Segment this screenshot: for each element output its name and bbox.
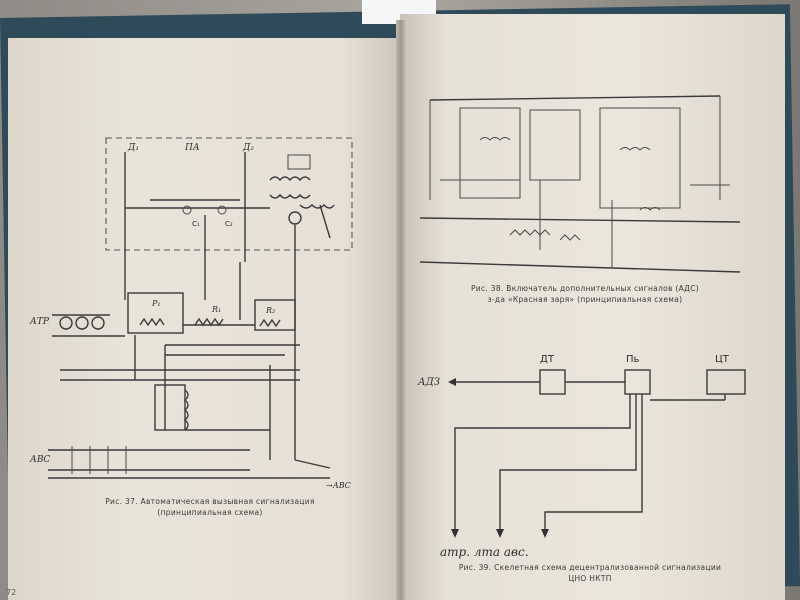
fig38-caption-line1: Рис. 38. Включатель дополнительных сигна… (470, 284, 700, 293)
fig37-label-pa: ПА (184, 143, 200, 153)
fig38-rail (419, 261, 741, 273)
fig39-arrow-icon (451, 529, 459, 538)
fig39-arrow-icon (448, 378, 456, 386)
fig37-coil (299, 204, 335, 209)
fig39-caption-line1: Рис. 39. Скелетная схема децентрализован… (458, 563, 722, 572)
fig37-relay-coil (154, 384, 186, 431)
fig37-label-d2: Д₂ (242, 143, 254, 153)
fig37-caption-line1: Рис. 37. Автоматическая вызывная сигнали… (105, 497, 315, 506)
fig37-bell (287, 154, 311, 170)
fig37-label-c1: С₁ (192, 220, 200, 228)
fig39-label-ct: ЦТ (715, 354, 730, 365)
fig37-caption-line2: (принципиальная схема) (157, 508, 263, 517)
fig37-resistor (259, 318, 281, 328)
fig39-label-pb: Пь (626, 354, 640, 365)
right-page (400, 14, 785, 600)
fig37-label-out: →АВС (326, 481, 351, 490)
fig38-caption-line2: з-да «Красная заря» (принципиальная схем… (487, 295, 683, 304)
fig37-transformer-coil (269, 176, 311, 182)
fig38-schematic (419, 95, 741, 273)
fig37-label-atr: АТР (29, 317, 50, 327)
fig39-block-dt (539, 369, 566, 395)
fig38-wire (429, 95, 721, 101)
fig37-lamp (59, 316, 73, 330)
fig38-caption: Рис. 38. Включатель дополнительных сигна… (440, 283, 730, 305)
fig37-transformer-coil (269, 193, 311, 199)
fig38-relay-block (459, 107, 521, 199)
fig39-line (544, 394, 643, 530)
fig37-label-avs: АВС (29, 455, 50, 465)
fig37-label-r1: R₁ (211, 305, 221, 314)
fig38-relay-block (529, 109, 581, 181)
fig37-lamp (91, 316, 105, 330)
fig37-lamp (288, 211, 302, 225)
fig39-outputs-label: атр. лта авс. (440, 545, 529, 559)
fig37-wire (294, 459, 331, 469)
fig37-relay-p1 (127, 292, 184, 334)
fig38-rail (419, 217, 741, 223)
fig37-label-d1: Д₁ (127, 143, 139, 153)
page-number: 72 (6, 588, 17, 597)
fig37-caption: Рис. 37. Автоматическая вызывная сигнали… (60, 496, 360, 518)
left-page (8, 38, 403, 600)
fig37-relay-r2 (254, 299, 296, 331)
fig37-wire (319, 204, 331, 239)
fig37-contact (217, 205, 227, 215)
fig38-relay-block (599, 107, 681, 209)
fig39-block-ct (706, 369, 746, 395)
fig37-resistor-r1 (194, 317, 224, 327)
fig38-coil (479, 137, 511, 141)
fig39-input-label: АДЗ (417, 377, 440, 388)
fig38-coil (619, 147, 651, 151)
fig37-enclosure (105, 137, 353, 251)
fig38-resistor (559, 234, 581, 241)
fig37-coil (183, 389, 189, 431)
fig39-arrow-icon (496, 529, 504, 538)
fig39-line (499, 394, 637, 530)
fig39-line (454, 394, 631, 530)
fig38-coil (639, 207, 661, 211)
fig37-resistor (139, 317, 165, 327)
fig37-lamp (75, 316, 89, 330)
fig37-label-c2: С₂ (225, 220, 233, 228)
fig38-resistor (509, 229, 551, 236)
fig39-diagram: ДТ Пь ЦТ АДЗ атр. лта авс. (417, 354, 746, 559)
fig39-caption-line2: ЦНО НКТП (568, 574, 612, 583)
fig39-block-pb (624, 369, 651, 395)
fig39-arrow-icon (541, 529, 549, 538)
fig39-label-dt: ДТ (540, 354, 555, 365)
fig37-contact (182, 205, 192, 215)
fig37-label-p1: Р₁ (151, 299, 161, 308)
book-gutter (396, 20, 406, 600)
fig39-caption: Рис. 39. Скелетная схема децентрализован… (430, 562, 750, 584)
fig37-label-r2: R₂ (265, 306, 275, 315)
